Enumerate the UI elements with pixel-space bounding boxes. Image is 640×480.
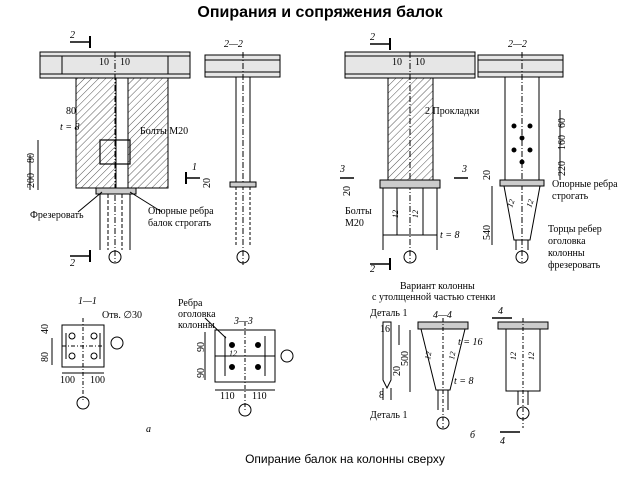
- section1-dim-80: 80: [40, 352, 51, 362]
- ribs-label-line1: Опорные ребра: [148, 206, 214, 217]
- right-rib-12-a: 12: [391, 210, 400, 218]
- thickness-8: t = 8: [454, 376, 474, 387]
- detail-dim-20: 20: [392, 366, 403, 376]
- right-mark-3-left: 3: [339, 164, 345, 175]
- section4-mark-bottom: 4: [500, 436, 505, 447]
- section-3-3: [204, 317, 294, 417]
- section-3-3-title: 3—3: [233, 316, 253, 327]
- variant-letter-b: б: [470, 430, 476, 441]
- dim-60: 60: [557, 118, 568, 128]
- section4-rib-12-d: 12: [527, 352, 536, 360]
- dim-10-left: 10: [99, 57, 109, 68]
- right-thickness: t = 8: [440, 230, 460, 241]
- right-elevation: [340, 38, 476, 270]
- variant-letter-a: а: [146, 424, 151, 435]
- hole-label: Отв. ∅30: [102, 310, 142, 321]
- dim-80: 80: [66, 106, 76, 117]
- section1-dim-100a: 100: [60, 375, 75, 386]
- dim-500: 500: [400, 351, 411, 366]
- right-section-2-2: [477, 52, 564, 264]
- ribs-plane-line2: строгать: [552, 191, 589, 202]
- section4-mark-top: 4: [498, 306, 503, 317]
- side-dim-200: 200: [26, 173, 37, 188]
- side-dim-80: 80: [26, 153, 37, 163]
- section-1-1-title: 1—1: [78, 296, 97, 307]
- side-dim-20: 20: [202, 178, 213, 188]
- left-section-title: 2—2: [224, 39, 243, 50]
- ends-line4: фрезеровать: [548, 260, 601, 271]
- section-mark-2-bottom: 2: [70, 258, 75, 269]
- right-mark-3-right: 3: [461, 164, 467, 175]
- variant-line1: Вариант колонны: [400, 281, 475, 292]
- section-mark-2-top: 2: [70, 30, 75, 41]
- ends-line1: Торцы ребер: [548, 224, 602, 235]
- ends-line3: колонны: [548, 248, 585, 259]
- section3-dim-110b: 110: [252, 391, 267, 402]
- thickness-16: t = 16: [458, 337, 483, 348]
- section-1-1: [51, 318, 124, 410]
- right-2-2-rib-12-b: 12: [524, 198, 535, 209]
- section3-note-line3: колонны: [178, 320, 215, 331]
- detail-dim-16: 16: [380, 324, 390, 335]
- variant-line2: с утолщенной частью стенки: [372, 292, 496, 303]
- section4-rib-12-c: 12: [509, 352, 518, 360]
- section4-rib-12-b: 12: [447, 351, 457, 360]
- right-dim-10-left: 10: [392, 57, 402, 68]
- section3-note-line1: Ребра: [178, 298, 203, 309]
- dim-160: 160: [557, 135, 568, 150]
- pads-label: 2 Прокладки: [425, 106, 480, 117]
- figure-caption: Опирание балок на колонны сверху: [245, 452, 445, 466]
- right-section-title: 2—2: [508, 39, 527, 50]
- right-2-2-rib-12-a: 12: [505, 198, 516, 209]
- left-elevation: [29, 36, 200, 264]
- detail-label-bottom: Деталь 1: [370, 410, 407, 421]
- dim-10-right: 10: [120, 57, 130, 68]
- section3-dim-90a: 90: [196, 342, 207, 352]
- detail-1: [382, 321, 400, 400]
- dim-20-right: 20: [482, 170, 493, 180]
- right-dim-10-right: 10: [415, 57, 425, 68]
- section3-dim-110a: 110: [220, 391, 235, 402]
- section-4-4-title: 4—4: [433, 310, 452, 321]
- left-section-2-2: [204, 52, 281, 265]
- right-dim-20: 20: [342, 186, 353, 196]
- dim-220: 220: [557, 161, 568, 176]
- section1-dim-40: 40: [40, 324, 51, 334]
- ribs-label-line2: балок строгать: [148, 218, 212, 229]
- section3-dim-90b: 90: [196, 368, 207, 378]
- section4-rib-12-a: 12: [423, 351, 433, 360]
- page-title: Опирания и сопряжения балок: [197, 4, 443, 21]
- mill-label: Фрезеровать: [30, 210, 84, 221]
- right-bolts-line1: Болты: [345, 206, 372, 217]
- section3-note-line2: оголовка: [178, 309, 216, 320]
- section1-dim-100b: 100: [90, 375, 105, 386]
- ribs-plane-line1: Опорные ребра: [552, 179, 618, 190]
- section-mark-1: 1: [192, 162, 197, 173]
- section3-rib-12: 12: [229, 349, 237, 358]
- section-4-4: [409, 317, 549, 433]
- right-bolts-line2: М20: [345, 218, 364, 229]
- dim-540: 540: [482, 225, 493, 240]
- detail-dim-8: 8: [379, 390, 384, 401]
- right-section-mark-2: 2: [370, 32, 375, 43]
- right-mark-2-bottom: 2: [370, 264, 375, 275]
- detail-label-top: Деталь 1: [370, 308, 407, 319]
- bolts-label: Болты М20: [140, 126, 188, 137]
- right-rib-12-b: 12: [411, 210, 420, 218]
- ends-line2: оголовка: [548, 236, 586, 247]
- thickness-label: t = 8: [60, 122, 80, 133]
